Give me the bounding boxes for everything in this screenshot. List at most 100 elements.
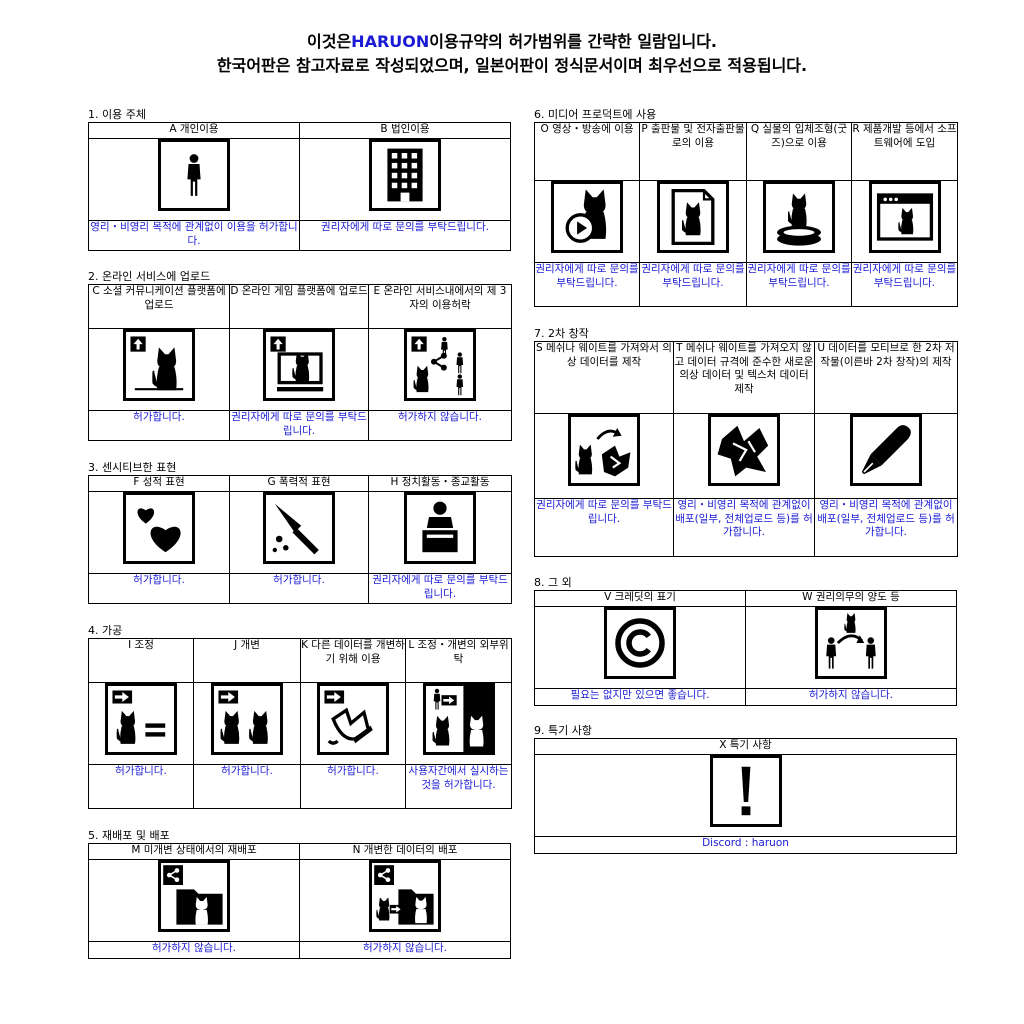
col-header-l: L 조정・개변의 외부위탁 bbox=[405, 638, 512, 683]
col-header-s: S 메쉬나 웨이트를 가져와서 의상 데이터를 제작 bbox=[534, 341, 674, 414]
pen-nib-icon bbox=[850, 414, 922, 486]
col-header-d: D 온라인 게임 플랫폼에 업로드 bbox=[229, 284, 369, 329]
brand-name: HARUON bbox=[351, 32, 430, 51]
header-line-1: 이것은HARUON이용규약의 허가범위를 간략한 일람입니다. bbox=[307, 32, 717, 51]
col-header-w: W 권리의무의 양도 등 bbox=[745, 590, 957, 607]
cell-icon-a bbox=[88, 138, 300, 221]
col-header-j: J 개변 bbox=[193, 638, 301, 683]
transfer-icon bbox=[815, 607, 887, 679]
distribution-table: M 미개변 상태에서의 재배포 N 개변한 데이터의 배포 허가하지 않습니다.… bbox=[88, 843, 511, 959]
col-header-r: R 제품개발 등에서 소프트웨어에 도입 bbox=[851, 122, 958, 181]
section-distribution: 5. 재배포 및 배포 M 미개변 상태에서의 재배포 N 개변한 데이터의 배… bbox=[88, 829, 511, 959]
col-header-f: F 성적 표현 bbox=[88, 475, 230, 492]
cell-icon-b bbox=[299, 138, 511, 221]
cell-icon-w bbox=[745, 606, 957, 689]
cell-icon-x bbox=[534, 754, 957, 837]
col-header-c: C 소셜 커뮤니케이션 플랫폼에 업로드 bbox=[88, 284, 230, 329]
podium-icon bbox=[404, 492, 476, 564]
costume-new-icon bbox=[708, 414, 780, 486]
costume-from-mesh-icon bbox=[568, 414, 640, 486]
online-upload-table: C 소셜 커뮤니케이션 플랫폼에 업로드 D 온라인 게임 플랫폼에 업로드 E… bbox=[88, 284, 512, 441]
cell-icon-l bbox=[405, 682, 512, 765]
col-header-o: O 영상・방송에 이용 bbox=[534, 122, 640, 181]
section-usage-subject: 1. 이용 주체 A 개인이용 B 법인이용 영리・비영리 목적에 관계없이 이… bbox=[88, 108, 511, 251]
redistribute-icon bbox=[158, 860, 230, 932]
adjust-icon bbox=[105, 683, 177, 755]
section-derivative: 7. 2차 창작 S 메쉬나 웨이트를 가져와서 의상 데이터를 제작 T 메쉬… bbox=[534, 327, 958, 557]
note-c: 허가합니다. bbox=[88, 410, 230, 441]
note-h: 권리자에게 따로 문의를 부탁드립니다. bbox=[368, 573, 512, 604]
note-j: 허가합니다. bbox=[193, 764, 301, 809]
cell-icon-o bbox=[534, 180, 640, 263]
col-header-q: Q 실물의 입체조형(굿즈)으로 이용 bbox=[746, 122, 852, 181]
social-upload-icon bbox=[123, 329, 195, 401]
note-d: 권리자에게 따로 문의를 부탁드립니다. bbox=[229, 410, 369, 441]
game-upload-icon bbox=[263, 329, 335, 401]
cell-icon-f bbox=[88, 491, 230, 574]
cell-icon-t bbox=[673, 413, 815, 499]
processing-table: I 조정 J 개변 K 다른 데이터를 개변하기 위해 이용 L 조정・개변의 … bbox=[88, 638, 512, 809]
section-title: 4. 가공 bbox=[88, 624, 123, 637]
section-title: 3. 센시티브한 표현 bbox=[88, 461, 177, 474]
note-a: 영리・비영리 목적에 관계없이 이용을 허가합니다. bbox=[88, 220, 300, 251]
col-header-k: K 다른 데이터를 개변하기 위해 이용 bbox=[300, 638, 406, 683]
cell-icon-n bbox=[299, 859, 511, 942]
modify-icon bbox=[211, 683, 283, 755]
col-header-v: V 크레딧의 표기 bbox=[534, 590, 746, 607]
section-special-notes: 9. 특기 사항 X 특기 사항 Discord : haruon bbox=[534, 724, 957, 854]
note-p: 권리자에게 따로 문의를 부탁드립니다. bbox=[639, 262, 747, 307]
note-q: 권리자에게 따로 문의를 부탁드립니다. bbox=[746, 262, 852, 307]
note-o: 권리자에게 따로 문의를 부탁드립니다. bbox=[534, 262, 640, 307]
note-u: 영리・비영리 목적에 관계없이 배포(일부, 전체업로드 등)를 허가합니다. bbox=[814, 498, 958, 557]
note-n: 허가하지 않습니다. bbox=[299, 941, 511, 959]
col-header-h: H 정치활동・종교활동 bbox=[368, 475, 512, 492]
software-icon bbox=[868, 181, 941, 253]
cell-icon-g bbox=[229, 491, 369, 574]
col-header-t: T 메쉬나 웨이트를 가져오지 않고 데이터 규격에 준수한 새로운 의상 데이… bbox=[673, 341, 815, 414]
person-icon bbox=[158, 139, 230, 211]
use-for-other-icon bbox=[317, 683, 389, 755]
cell-icon-u bbox=[814, 413, 958, 499]
col-header-e: E 온라인 서비스내에서의 제 3자의 이용허락 bbox=[368, 284, 512, 329]
note-l: 사용자간에서 실시하는 것을 허가합니다. bbox=[405, 764, 512, 809]
note-k: 허가합니다. bbox=[300, 764, 406, 809]
col-header-p: P 출판물 및 전자출판물로의 이용 bbox=[639, 122, 747, 181]
cell-icon-i bbox=[88, 682, 194, 765]
special-notes-table: X 특기 사항 Discord : haruon bbox=[534, 738, 957, 854]
col-header-a: A 개인이용 bbox=[88, 122, 300, 139]
section-sensitive: 3. 센시티브한 표현 F 성적 표현 G 폭력적 표현 H 정치활동・종교활동… bbox=[88, 461, 512, 604]
contact-discord[interactable]: Discord : haruon bbox=[534, 836, 957, 854]
section-title: 6. 미디어 프로덕트에 사용 bbox=[534, 108, 657, 121]
cell-icon-c bbox=[88, 328, 230, 411]
section-processing: 4. 가공 I 조정 J 개변 K 다른 데이터를 개변하기 위해 이용 L 조… bbox=[88, 624, 512, 809]
note-b: 권리자에게 따로 문의를 부탁드립니다. bbox=[299, 220, 511, 251]
section-title: 9. 특기 사항 bbox=[534, 724, 592, 737]
section-media-product: 6. 미디어 프로덕트에 사용 O 영상・방송에 이용 P 출판물 및 전자출판… bbox=[534, 108, 958, 307]
knife-icon bbox=[263, 492, 335, 564]
figure-icon bbox=[763, 181, 835, 253]
section-other: 8. 그 외 V 크레딧의 표기 W 권리의무의 양도 등 필요는 없지만 있으… bbox=[534, 576, 957, 706]
other-table: V 크레딧의 표기 W 권리의무의 양도 등 필요는 없지만 있으면 좋습니다.… bbox=[534, 590, 957, 706]
note-s: 권리자에게 따로 문의를 부탁드립니다. bbox=[534, 498, 674, 557]
note-g: 허가합니다. bbox=[229, 573, 369, 604]
sensitive-table: F 성적 표현 G 폭력적 표현 H 정치활동・종교활동 허가합니다. 허가합니… bbox=[88, 475, 512, 604]
usage-subject-table: A 개인이용 B 법인이용 영리・비영리 목적에 관계없이 이용을 허가합니다.… bbox=[88, 122, 511, 251]
cell-icon-m bbox=[88, 859, 300, 942]
cell-icon-k bbox=[300, 682, 406, 765]
col-header-n: N 개변한 데이터의 배포 bbox=[299, 843, 511, 860]
section-title: 2. 온라인 서비스에 업로드 bbox=[88, 270, 211, 283]
note-t: 영리・비영리 목적에 관계없이 배포(일부, 전체업로드 등)를 허가합니다. bbox=[673, 498, 815, 557]
header-line-2: 한국어판은 참고자료로 작성되었으며, 일본어판이 정식문서이며 최우선으로 적… bbox=[216, 56, 808, 75]
note-e: 허가하지 않습니다. bbox=[368, 410, 512, 441]
section-online-upload: 2. 온라인 서비스에 업로드 C 소셜 커뮤니케이션 플랫폼에 업로드 D 온… bbox=[88, 270, 512, 441]
cell-icon-r bbox=[851, 180, 958, 263]
col-header-g: G 폭력적 표현 bbox=[229, 475, 369, 492]
section-title: 7. 2차 창작 bbox=[534, 327, 589, 340]
third-party-share-icon bbox=[404, 329, 476, 401]
media-product-table: O 영상・방송에 이용 P 출판물 및 전자출판물로의 이용 Q 실물의 입체조… bbox=[534, 122, 958, 307]
cell-icon-d bbox=[229, 328, 369, 411]
building-icon bbox=[369, 139, 441, 211]
modified-distribute-icon bbox=[369, 860, 441, 932]
section-title: 8. 그 외 bbox=[534, 576, 572, 589]
col-header-x: X 특기 사항 bbox=[534, 738, 957, 755]
